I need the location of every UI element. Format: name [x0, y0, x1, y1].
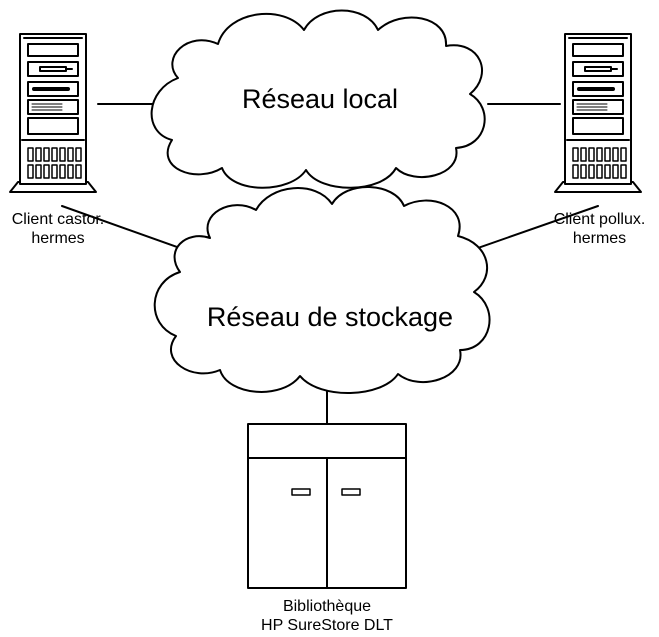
client-left-name: Client castor.: [11, 211, 105, 228]
cloud-local-label: Réseau local: [241, 84, 399, 114]
server-left-icon: [9, 33, 97, 193]
cloud-storage-label: Réseau de stockage: [206, 302, 454, 332]
client-right-domain: hermes: [572, 230, 627, 247]
library-name: Bibliothèque: [282, 598, 372, 615]
client-left-domain: hermes: [31, 230, 85, 247]
tape-library-icon: [247, 423, 407, 589]
client-right-label: Client pollux. hermes: [540, 210, 659, 248]
server-right-icon: [554, 33, 642, 193]
cloud-storage-network: [153, 186, 491, 394]
library-label: Bibliothèque HP SureStore DLT: [227, 597, 427, 635]
client-left-label: Client castor. hermes: [0, 210, 116, 248]
cloud-local-network: [150, 9, 486, 189]
library-model: HP SureStore DLT: [261, 617, 393, 634]
client-right-name: Client pollux.: [553, 211, 646, 228]
